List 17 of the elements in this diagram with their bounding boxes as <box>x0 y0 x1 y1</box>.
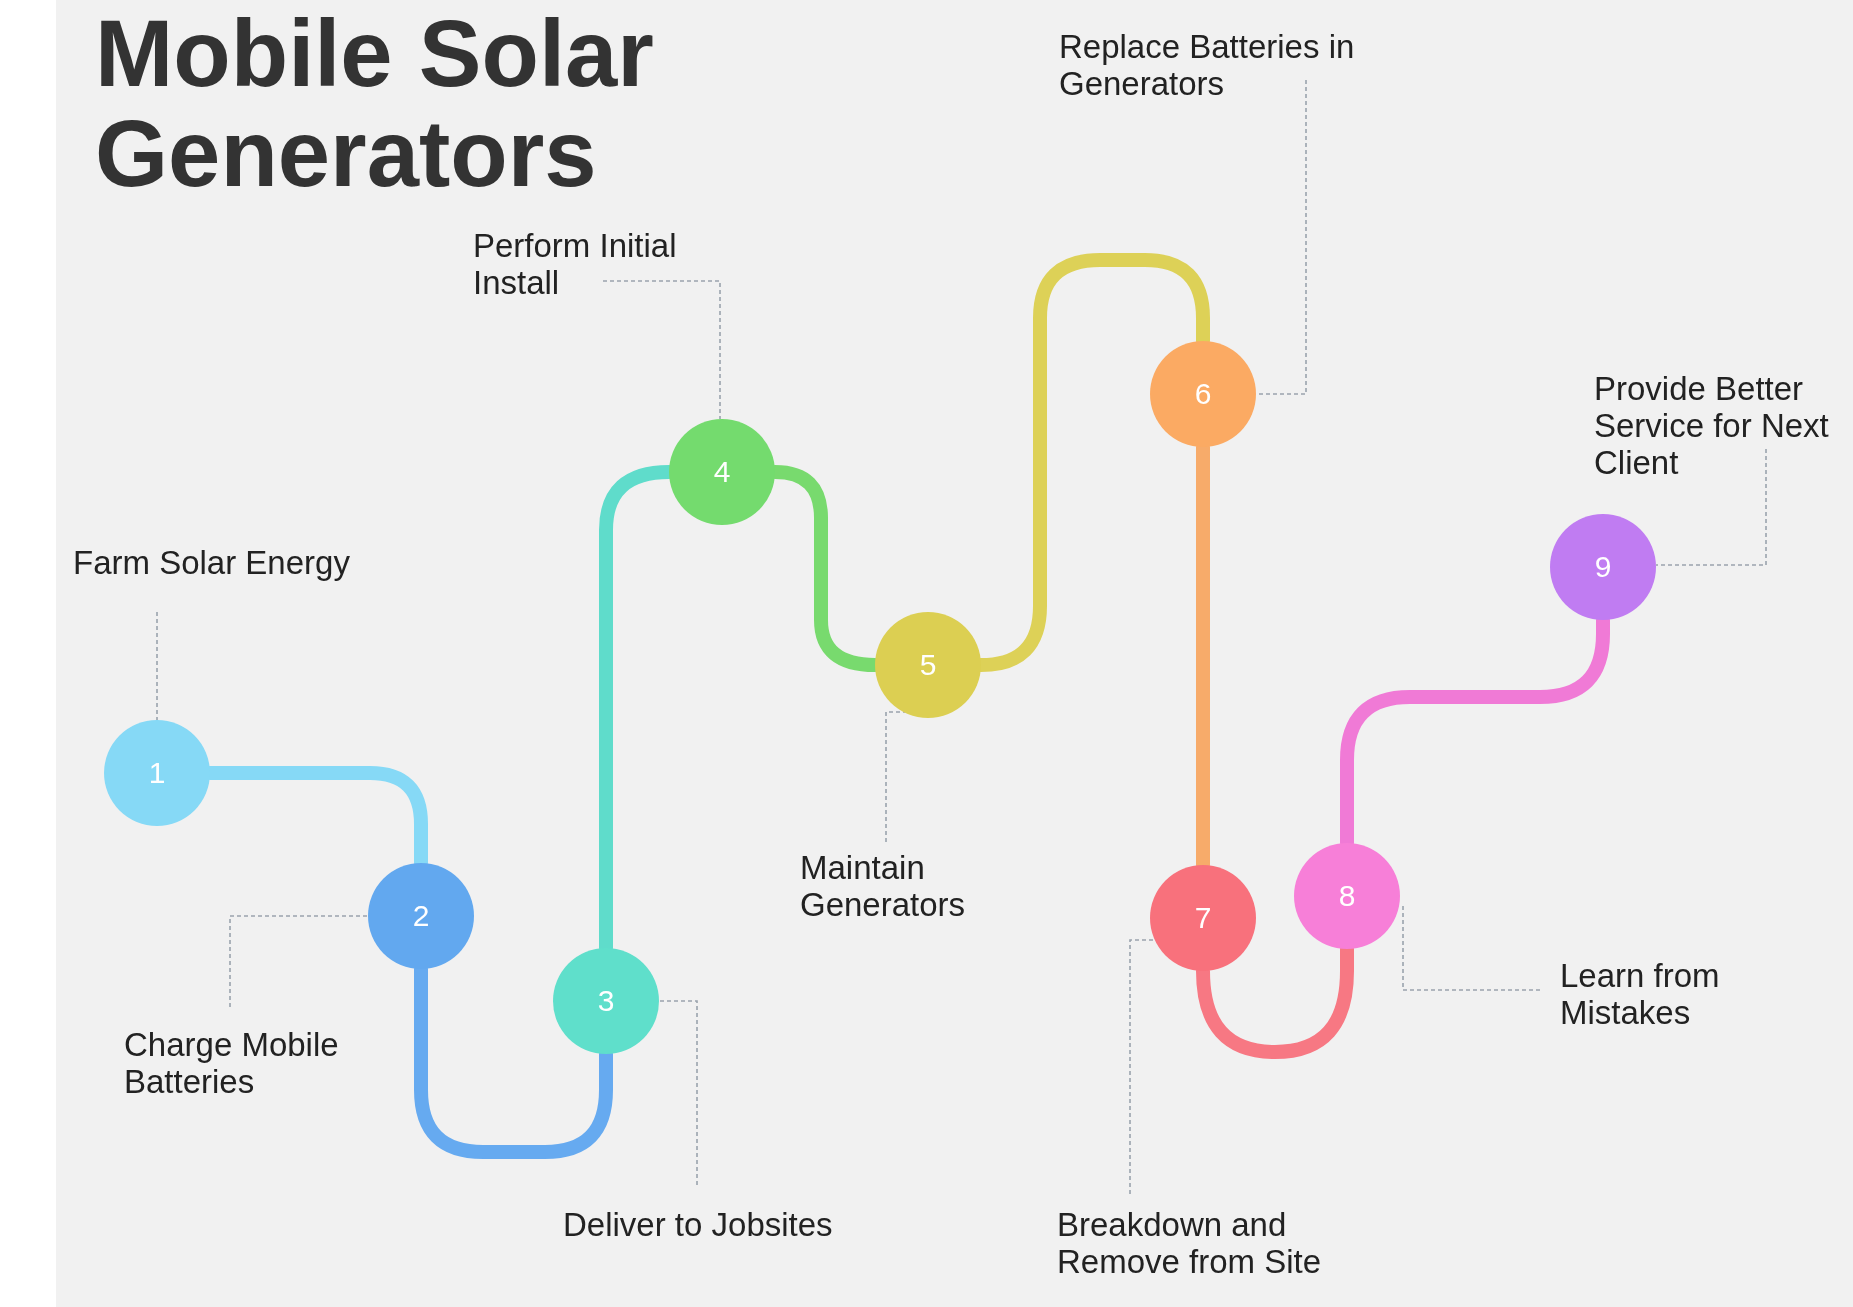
leader-line <box>229 915 369 1008</box>
leader-line <box>1402 904 1541 991</box>
leader-line <box>658 1000 698 1186</box>
leader-line <box>1129 939 1156 1195</box>
step-label: Replace Batteries in Generators <box>1059 28 1359 102</box>
step-label: Deliver to Jobsites <box>563 1206 883 1243</box>
step-label: Learn from Mistakes <box>1560 957 1760 1031</box>
step-label: Charge Mobile Batteries <box>124 1026 384 1100</box>
step-label: Perform Initial Install <box>473 227 723 301</box>
step-label: Farm Solar Energy <box>73 544 393 581</box>
step-label: Provide Better Service for Next Client <box>1594 370 1852 481</box>
leader-line <box>156 611 158 721</box>
leader-line <box>1655 448 1767 566</box>
step-label: Breakdown and Remove from Site <box>1057 1206 1377 1280</box>
leader-line <box>602 280 721 420</box>
step-label: Maintain Generators <box>800 849 1010 923</box>
title: Mobile Solar Generators <box>95 4 655 204</box>
